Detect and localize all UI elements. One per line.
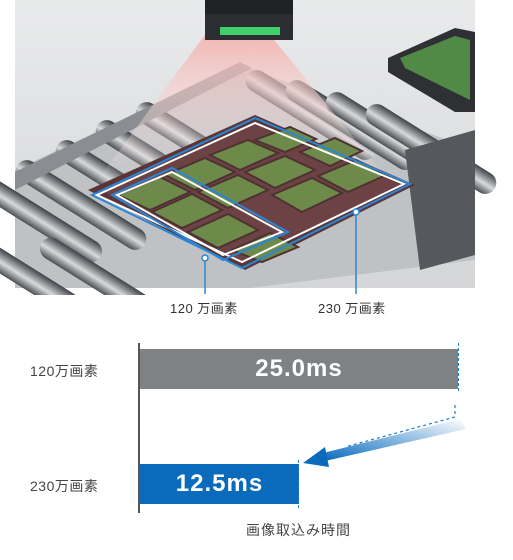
conveyor-illustration	[0, 0, 497, 295]
dashed-end-line-120	[458, 343, 459, 391]
pcb-boards	[115, 125, 389, 264]
x-axis-label: 画像取込み時間	[246, 522, 351, 538]
camera-icon	[205, 0, 293, 40]
reduction-arrow-icon	[303, 405, 466, 467]
callout-230-label: 230 万画素	[318, 301, 386, 316]
category-label-120: 120万画素	[30, 363, 99, 379]
frame-230	[89, 116, 413, 270]
category-label-230: 230万画素	[30, 478, 99, 494]
bar-value-120: 25.0ms	[255, 355, 343, 382]
bar-230: 12.5ms	[140, 464, 299, 504]
callout-120-label: 120 万画素	[170, 301, 238, 316]
dashed-end-line-230	[298, 460, 299, 508]
frame-120	[109, 166, 291, 262]
chart-axis	[138, 343, 140, 513]
bar-value-230: 12.5ms	[175, 470, 264, 497]
bar-120: 25.0ms	[140, 349, 458, 389]
